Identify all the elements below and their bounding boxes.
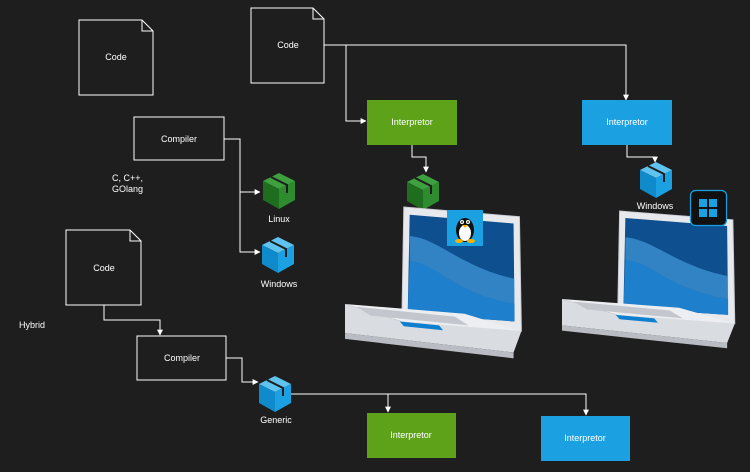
code-document-3 xyxy=(65,229,142,306)
linux-tux-icon xyxy=(447,210,483,246)
package-icon-blue-windows xyxy=(262,237,294,273)
package-icon-green-interp xyxy=(407,174,439,210)
hybrid-label: Hybrid xyxy=(19,320,46,330)
compiler-label-2: Compiler xyxy=(163,353,201,363)
interpreter-box-green-bottom xyxy=(367,413,456,458)
code-document-2 xyxy=(250,7,325,84)
windows-logo-icon xyxy=(689,189,728,227)
package-icon-blue-generic xyxy=(259,376,291,412)
languages-label-line2: GOlang xyxy=(112,184,144,194)
interpreter-label-green-bottom: Interpretor xyxy=(390,430,432,440)
windows-label-2: Windows xyxy=(636,201,674,211)
package-icon-blue-interp xyxy=(640,162,672,198)
laptop-icon-linux xyxy=(344,206,522,359)
code-label-3: Code xyxy=(93,263,115,273)
compiler-box-1 xyxy=(133,116,225,161)
code-label-2: Code xyxy=(277,40,299,50)
interpreter-label-blue-bottom: Interpretor xyxy=(564,433,606,443)
generic-label: Generic xyxy=(260,415,292,425)
interpreter-box-green-top xyxy=(367,100,457,145)
interpreter-box-blue-bottom xyxy=(541,416,630,461)
linux-label: Linux xyxy=(268,214,290,224)
interpreter-label-green-top: Interpretor xyxy=(391,117,433,127)
package-icon-green-linux xyxy=(263,173,295,209)
interpreter-box-blue-top xyxy=(582,100,672,145)
windows-label-1: Windows xyxy=(260,279,298,289)
compiler-box-2 xyxy=(136,335,227,381)
laptop-icon-windows xyxy=(561,210,736,349)
interpreter-label-blue-top: Interpretor xyxy=(606,117,648,127)
languages-label-line1: C, C++, xyxy=(112,173,144,183)
code-document-1 xyxy=(78,19,154,96)
code-label-1: Code xyxy=(105,52,127,62)
connectors xyxy=(103,44,658,416)
compiler-label-1: Compiler xyxy=(160,134,198,144)
